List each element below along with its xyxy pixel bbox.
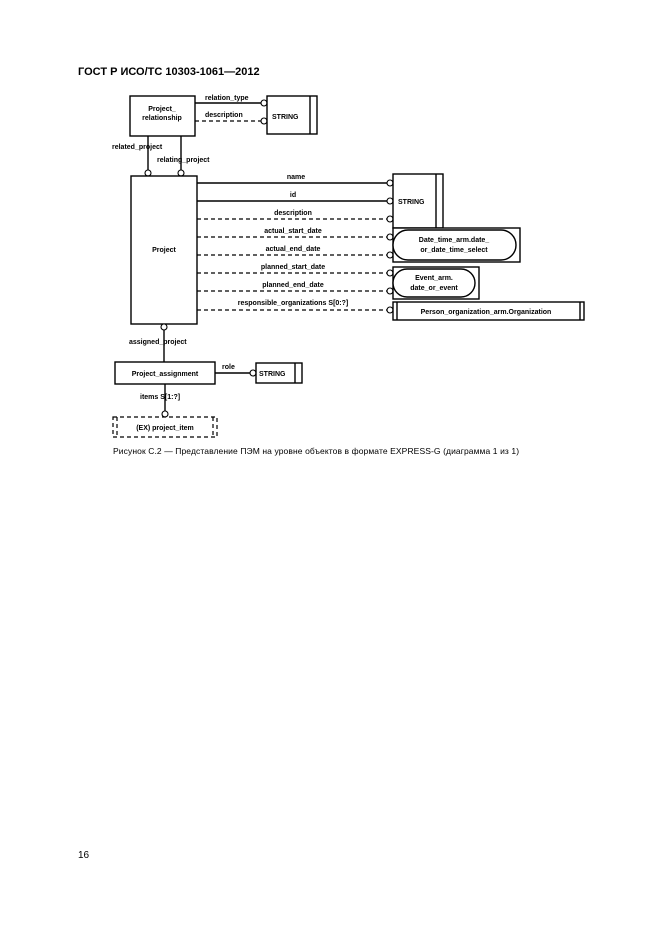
entity-project-relationship-label-1: Project_ xyxy=(148,106,176,113)
entity-project-relationship-label-2: relationship xyxy=(142,115,182,122)
attr-items: items S[1:?] xyxy=(140,394,180,401)
related-project-circle xyxy=(144,169,152,177)
entity-project xyxy=(130,175,198,325)
type-date-time-label-1: Date_time_arm.date_ xyxy=(419,237,490,244)
relating-project-circle xyxy=(177,169,185,177)
attr-role: role xyxy=(222,364,235,371)
attr-name: name xyxy=(287,174,305,181)
type-event-label-2: date_or_event xyxy=(410,285,458,292)
figure-caption: Рисунок С.2 — Представление ПЭМ на уровн… xyxy=(113,446,520,456)
relation-type-end-circle xyxy=(260,99,268,107)
attr-planned-end-date: planned_end_date xyxy=(262,282,324,289)
attr-planned-start-date: planned_start_date xyxy=(261,264,325,271)
entity-project-assignment-label: Project_assignment xyxy=(132,371,199,378)
type-string-1-label: STRING xyxy=(272,114,299,121)
attr-actual-end-date: actual_end_date xyxy=(266,246,321,253)
type-event-select xyxy=(392,268,476,298)
attr-responsible-organizations: responsible_organizations S[0:?] xyxy=(238,300,348,307)
type-string-2-label: STRING xyxy=(398,199,425,206)
attr-actual-start-date: actual_start_date xyxy=(264,228,322,235)
type-event-label-1: Event_arm. xyxy=(415,275,453,282)
items-circle xyxy=(161,410,169,418)
attr-description-rel: description xyxy=(205,112,243,119)
description-rel-end-circle xyxy=(260,117,268,125)
attr-related-project: related_project xyxy=(112,144,163,151)
attr-description: description xyxy=(274,210,312,217)
entity-project-label: Project xyxy=(152,247,176,254)
attr-id: id xyxy=(290,192,296,199)
entity-ex-project-item xyxy=(112,416,218,438)
page-number: 16 xyxy=(78,850,90,861)
type-string-3-label: STRING xyxy=(259,371,286,378)
assigned-project-circle xyxy=(160,323,168,331)
attr-relating-project: relating_project xyxy=(157,157,210,164)
entity-ex-project-item-label: (EX) project_item xyxy=(136,425,194,432)
attr-assigned-project: assigned_project xyxy=(129,339,187,346)
type-person-organization-label: Person_organization_arm.Organization xyxy=(421,309,552,316)
entity-project-relationship xyxy=(129,95,196,137)
type-date-time-select xyxy=(392,229,517,261)
type-string-3 xyxy=(255,362,303,384)
attr-relation-type: relation_type xyxy=(205,95,249,102)
type-string-2 xyxy=(392,173,444,229)
type-date-time-label-2: or_date_time_select xyxy=(420,247,488,254)
type-string-1 xyxy=(266,95,318,135)
type-person-organization xyxy=(392,301,585,321)
document-header: ГОСТ Р ИСО/ТС 10303-1061—2012 xyxy=(78,66,260,78)
